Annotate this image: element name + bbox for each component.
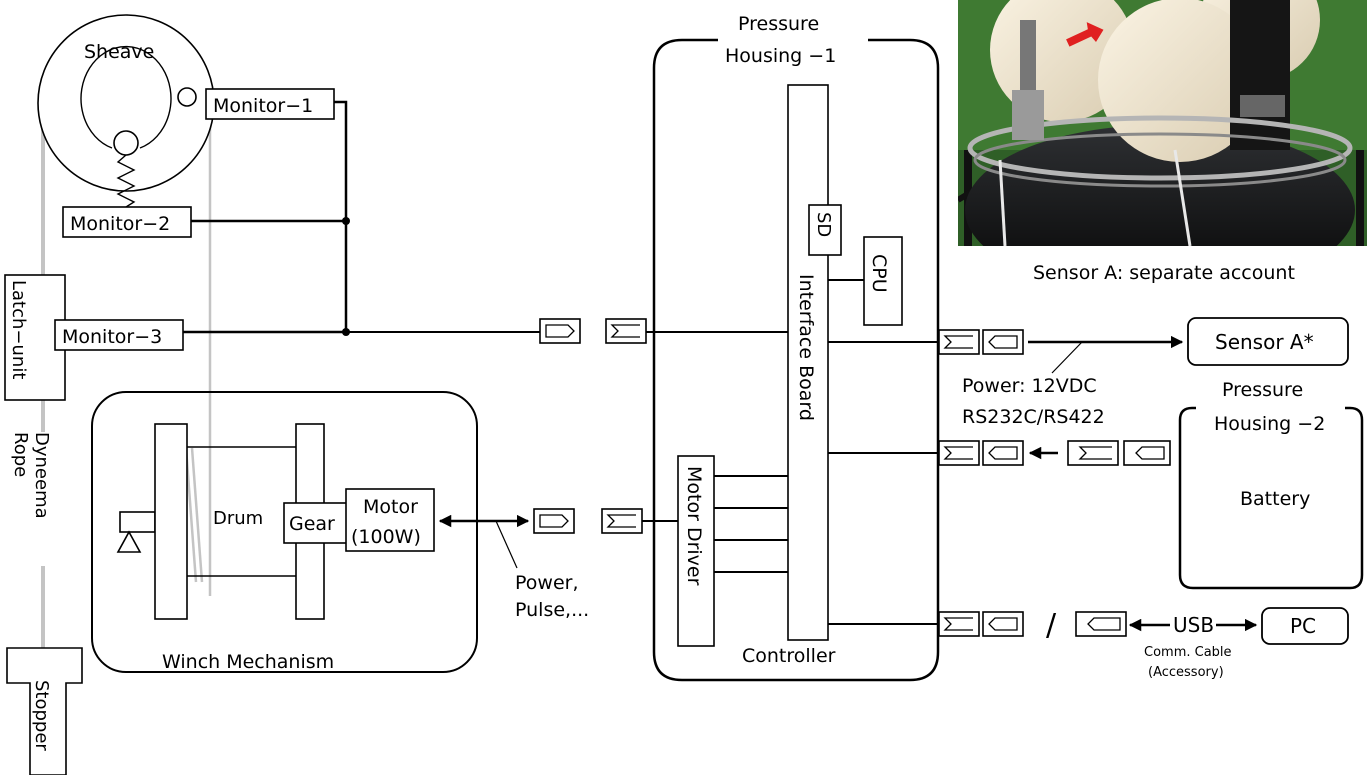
- monitor-2: Monitor−2: [63, 207, 191, 237]
- monitor-1: Monitor−1: [206, 89, 334, 119]
- connector-pair-monitor: [540, 319, 655, 343]
- motor-driver-label: Motor Driver: [683, 466, 705, 586]
- sensor-caption: Sensor A: separate account: [1033, 262, 1295, 284]
- rope-label-line1: Dyneema: [31, 432, 52, 519]
- svg-text:RS232C/RS422: RS232C/RS422: [962, 406, 1105, 428]
- svg-text:Monitor−1: Monitor−1: [213, 95, 313, 117]
- monitor-wiring: [183, 102, 540, 336]
- cpu-label: CPU: [868, 254, 890, 293]
- pc-link: / USB PC Comm. Cable (Accessory): [939, 608, 1348, 680]
- sensor-a-link: Sensor A* Power: 12VDC RS232C/RS422: [939, 318, 1348, 428]
- monitor-3: Monitor−3: [55, 320, 183, 350]
- drum-label: Drum: [213, 508, 263, 529]
- svg-text:Power,: Power,: [515, 572, 579, 594]
- pc-label: PC: [1290, 614, 1316, 638]
- svg-text:Latch−unit: Latch−unit: [8, 280, 29, 379]
- svg-text:Motor: Motor: [363, 496, 418, 518]
- svg-text:(Accessory): (Accessory): [1148, 665, 1224, 680]
- svg-text:Comm. Cable: Comm. Cable: [1144, 645, 1232, 660]
- sheave-sensor: [178, 88, 196, 106]
- sd-label: SD: [813, 212, 834, 237]
- connector-pair-motor: [534, 509, 655, 533]
- buoy-photo: [958, 0, 1367, 295]
- stopper: Stopper: [7, 648, 82, 775]
- svg-text:Monitor−3: Monitor−3: [62, 326, 162, 348]
- winch-mechanism: Drum Gear Motor (100W) Winch Mechanism: [92, 392, 477, 673]
- battery-link: [939, 441, 1170, 465]
- svg-text:Housing −1: Housing −1: [725, 45, 836, 67]
- svg-text:Stopper: Stopper: [31, 680, 52, 751]
- svg-text:(100W): (100W): [351, 526, 421, 548]
- svg-text:Pressure: Pressure: [738, 13, 819, 35]
- motor-cable: Power, Pulse,...: [440, 521, 589, 621]
- slash-separator: /: [1046, 608, 1057, 643]
- svg-text:Monitor−2: Monitor−2: [70, 213, 170, 235]
- sheave-label: Sheave: [84, 41, 154, 63]
- svg-text:Pressure: Pressure: [1222, 379, 1303, 401]
- interface-board-label: Interface Board: [795, 274, 817, 421]
- sensor-a-label: Sensor A*: [1215, 330, 1314, 354]
- battery-label: Battery: [1240, 488, 1310, 510]
- gear-label: Gear: [289, 513, 335, 535]
- svg-text:Power: 12VDC: Power: 12VDC: [962, 375, 1097, 397]
- controller-label: Controller: [742, 645, 836, 667]
- usb-label: USB: [1173, 613, 1214, 637]
- winch-mechanism-label: Winch Mechanism: [162, 651, 334, 673]
- rope-label-line2: Rope: [10, 432, 31, 477]
- pressure-housing-2: Pressure Housing −2 Battery: [1180, 379, 1362, 588]
- pressure-housing-1: Pressure Housing −1 Interface Board SD C…: [654, 13, 938, 680]
- sheave-pulley: [114, 131, 138, 155]
- svg-text:Housing −2: Housing −2: [1214, 413, 1325, 435]
- svg-text:Pulse,...: Pulse,...: [515, 599, 589, 621]
- sheave: Sheave: [38, 15, 214, 207]
